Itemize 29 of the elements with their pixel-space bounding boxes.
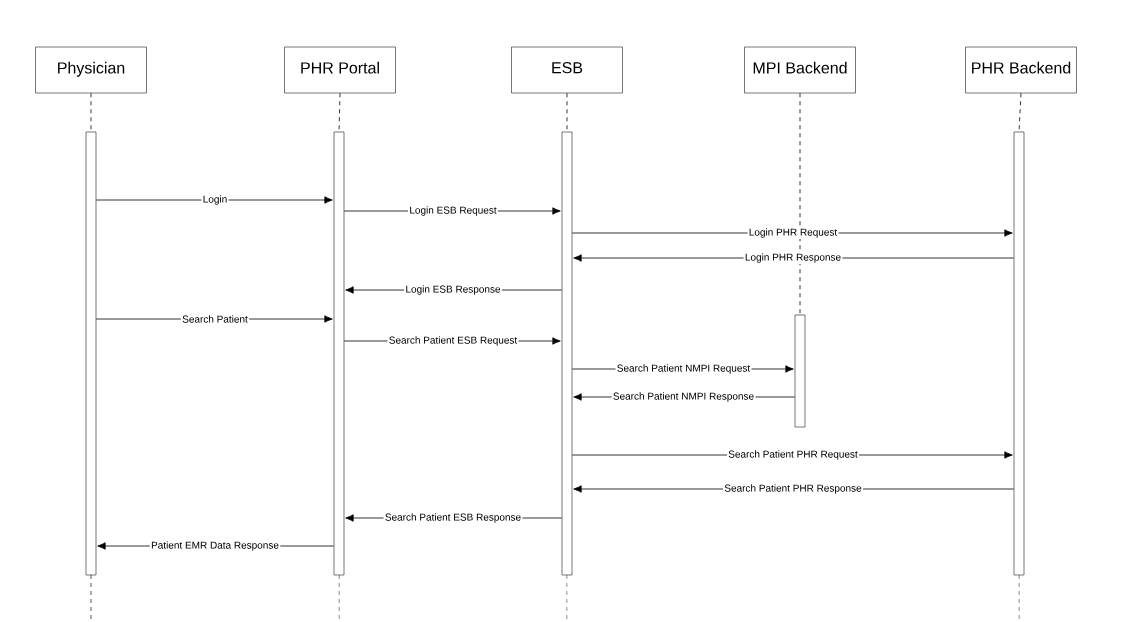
message-label: Login ESB Request [408,205,498,217]
message-label: Search Patient PHR Request [726,449,860,461]
message-label: Login ESB Response [404,284,502,296]
lifeline [1018,92,1022,133]
header-box: MPI Backend [744,46,856,94]
lifeline [566,92,568,133]
message-label: Search Patient NMPI Request [615,363,752,375]
activation-bar [333,131,345,576]
header-box: PHR Backend [965,46,1077,94]
message-label: Search Patient [180,314,250,324]
message-label: Search Patient PHR Response [723,483,863,495]
header-box: PHR Portal [284,46,396,94]
message-label: Login PHR Response [743,252,843,264]
message-label: Search Patient ESB Response [383,512,523,524]
message-label: Search Patient NMPI Response [611,391,756,403]
message-label: Patient EMR Data Response [149,540,281,552]
lifeline [799,92,801,316]
lifeline [338,92,341,133]
lifeline [90,92,92,133]
activation-bar [1013,131,1025,576]
message-label: Search Patient ESB Request [387,335,519,347]
message-label: Login [201,194,229,206]
header-box: Physician [35,46,147,94]
message-label: Login PHR Request [747,227,839,239]
message-arrow [95,196,333,204]
activation-bar [794,314,806,428]
header-box: ESB [511,46,623,94]
activation-bar [85,131,97,576]
activation-bar [561,131,573,576]
